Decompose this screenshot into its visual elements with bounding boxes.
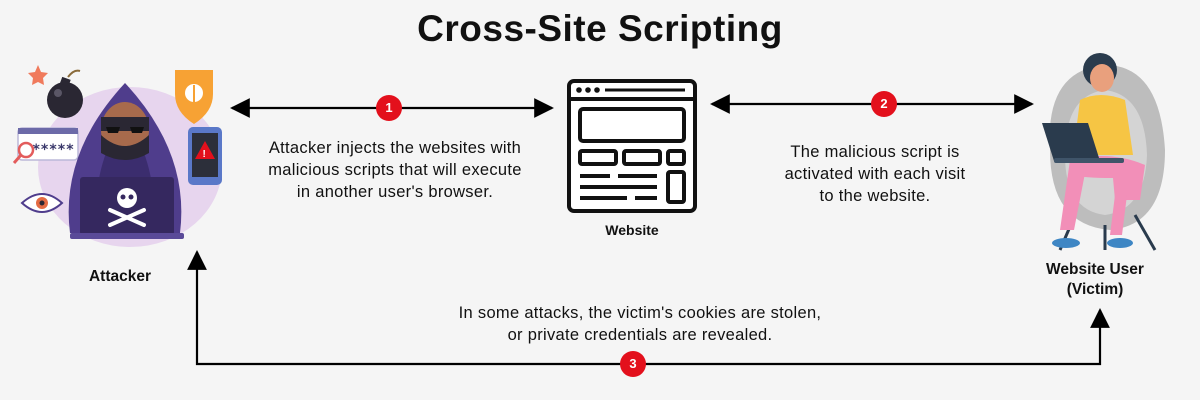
victim-label: Website User (Victim) xyxy=(1020,260,1170,300)
step-2-line-1: The malicious script is xyxy=(790,143,960,161)
step-3-description: In some attacks, the victim's cookies ar… xyxy=(380,302,900,346)
attacker-illustration: ***** ! xyxy=(12,65,222,247)
attacker-label: Attacker xyxy=(88,268,152,285)
step-1-line-1: Attacker injects the websites with xyxy=(268,139,522,157)
victim-illustration xyxy=(1042,53,1165,251)
website-icon xyxy=(567,79,697,213)
password-mask: ***** xyxy=(32,142,74,158)
bug-shield-icon xyxy=(175,70,213,124)
step-1-line-2: malicious scripts that will execute xyxy=(268,161,522,179)
step-badge-1: 1 xyxy=(376,95,402,121)
svg-text:!: ! xyxy=(203,149,206,160)
victim-label-line-2: (Victim) xyxy=(1066,281,1124,298)
step-3-line-1: In some attacks, the victim's cookies ar… xyxy=(458,304,822,322)
victim-laptop-icon xyxy=(1042,123,1124,163)
phone-warning-icon: ! xyxy=(188,127,222,185)
star-icon xyxy=(28,65,48,85)
victim-label-line-1: Website User xyxy=(1046,261,1144,278)
step-2-line-3: to the website. xyxy=(819,187,931,205)
arrow-victim-attacker xyxy=(187,250,1110,366)
step-1-description: Attacker injects the websites with malic… xyxy=(230,137,560,203)
magnifier-icon xyxy=(12,141,35,164)
website-label: Website xyxy=(605,222,659,238)
step-badge-3: 3 xyxy=(620,351,646,377)
step-1-line-3: in another user's browser. xyxy=(296,183,494,201)
diagram-title: Cross-Site Scripting xyxy=(417,8,783,49)
step-2-description: The malicious script is activated with e… xyxy=(740,141,1010,207)
step-3-line-2: or private credentials are revealed. xyxy=(507,326,773,344)
eye-icon xyxy=(20,193,64,213)
password-box-icon: ***** xyxy=(17,127,79,161)
step-2-line-2: activated with each visit xyxy=(784,165,966,183)
laptop-skull-icon xyxy=(70,177,184,239)
step-badge-2: 2 xyxy=(871,91,897,117)
bomb-icon xyxy=(47,69,83,118)
